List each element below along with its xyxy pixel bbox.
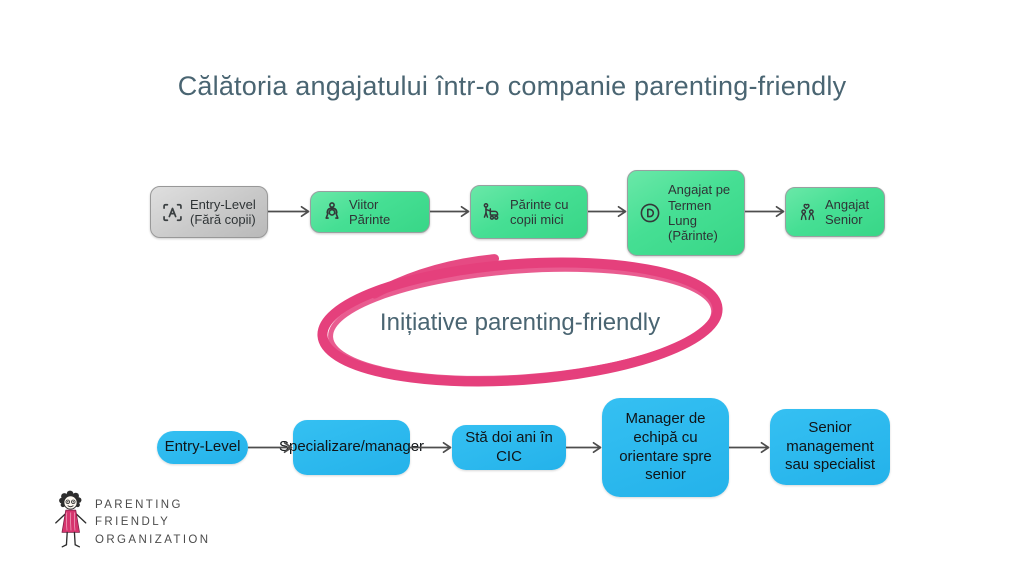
- logo: PARENTING FRIENDLY ORGANIZATION: [52, 489, 210, 553]
- flow-node-parinte-copii-mici: Părinte cu copii mici: [470, 185, 588, 239]
- logo-line: PARENTING: [95, 499, 183, 511]
- logo-line: ORGANIZATION: [95, 533, 211, 546]
- highlight-circle: [317, 254, 723, 387]
- flow-node-label: Entry-Level: [164, 438, 241, 456]
- flow-arrow: [410, 441, 452, 454]
- flow-node-label: Stă doi ani în CIC: [465, 428, 553, 465]
- flow-node-label: Părinte cu copii mici: [510, 196, 569, 227]
- scan-a-icon: [161, 201, 184, 224]
- flow-arrow: [430, 205, 470, 218]
- circled-d-icon: [638, 201, 662, 225]
- flow-node-senior-management: Senior management sau specialist: [770, 409, 890, 485]
- flow-node-specializare-manager: Specializare/manager: [279, 420, 424, 475]
- couple-heart-icon: [796, 201, 819, 224]
- flow-node-label: Angajat pe Termen Lung (Părinte): [668, 182, 731, 244]
- parent-stroller-icon: [481, 201, 504, 224]
- slide-title: Călătoria angajatului într-o companie pa…: [177, 71, 847, 101]
- flow-arrow: [588, 205, 627, 218]
- logo-text: PARENTING FRIENDLY ORGANIZATION: [95, 497, 210, 549]
- flow-node-entry-level-top: Entry-Level (Fără copii): [150, 186, 268, 238]
- flow-node-angajat-termen-lung: Angajat pe Termen Lung (Părinte): [627, 170, 745, 256]
- flow-node-manager-echipa: Manager de echipă cu orientare spre seni…: [602, 398, 729, 497]
- flow-arrow: [268, 205, 310, 218]
- highlight-label: Inițiative parenting-friendly: [379, 309, 661, 336]
- flow-node-sta-doi-ani-cic: Stă doi ani în CIC: [452, 425, 566, 470]
- flow-node-label: Manager de echipă cu orientare spre seni…: [619, 410, 712, 484]
- flow-node-label: Angajat Senior: [825, 196, 870, 227]
- flow-arrow: [745, 205, 785, 218]
- flow-node-label: Viitor Părinte: [349, 196, 391, 227]
- flow-node-angajat-senior: Angajat Senior: [785, 187, 885, 237]
- flow-node-label: Senior management sau specialist: [784, 418, 876, 474]
- pregnant-person-icon: [321, 201, 343, 223]
- flow-arrow: [248, 441, 293, 454]
- logo-figure-icon: [55, 490, 87, 548]
- logo-line: FRIENDLY: [95, 516, 171, 529]
- flow-arrow: [566, 441, 602, 454]
- flow-node-label: Specializare/manager: [278, 438, 425, 456]
- flow-node-label: Entry-Level (Fără copii): [190, 196, 256, 227]
- flow-node-entry-level-bottom: Entry-Level: [157, 431, 248, 464]
- flow-arrow: [729, 441, 770, 454]
- flow-node-viitor-parinte: Viitor Părinte: [310, 191, 430, 233]
